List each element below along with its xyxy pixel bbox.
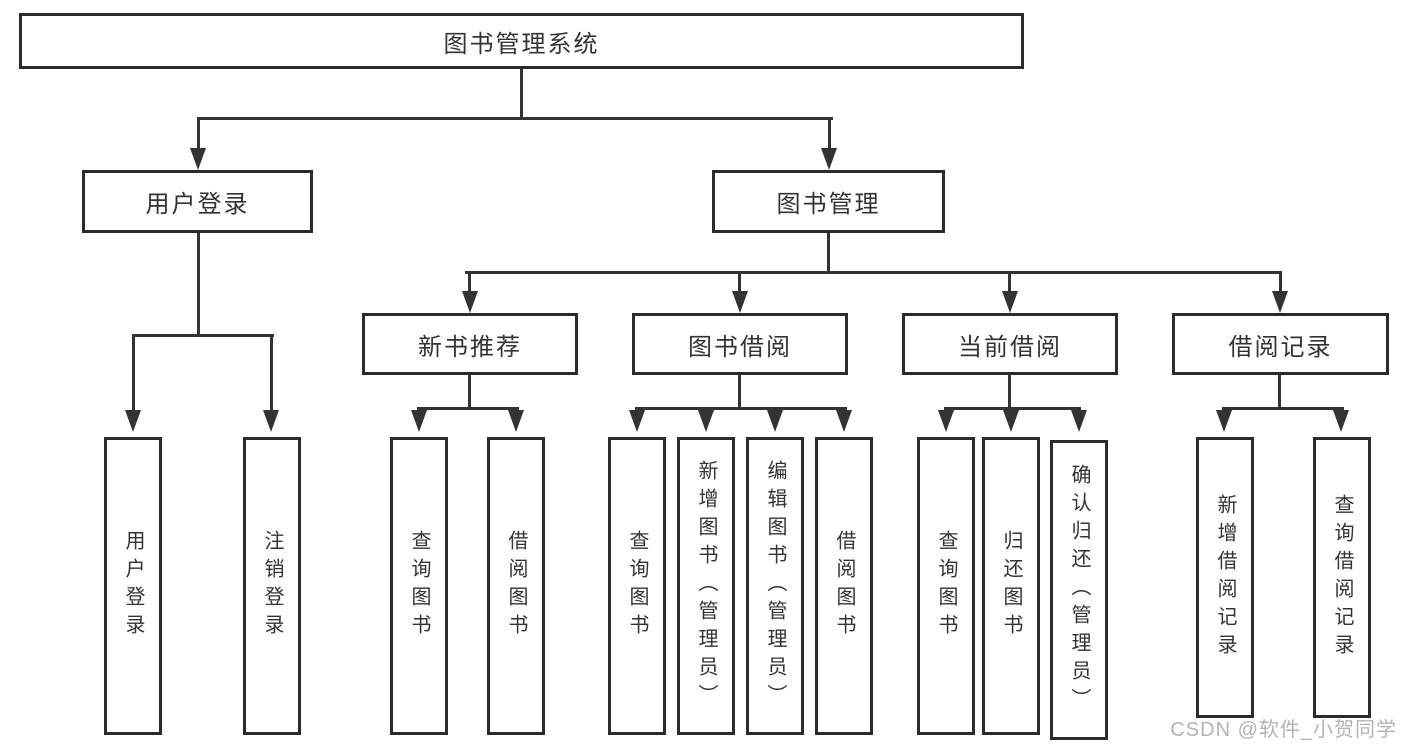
connector-book-borrow-trunk bbox=[738, 375, 741, 409]
leaf-bb-edit-books-admin: 编辑图书（管理员） bbox=[746, 437, 804, 735]
leaf-user-login: 用户登录 bbox=[104, 437, 162, 735]
arrowhead-down-icon bbox=[767, 410, 783, 432]
connector-level3-rail bbox=[465, 271, 1282, 274]
leaf-bb-borrow-books-label: 借阅图书 bbox=[833, 530, 855, 642]
leaf-bb-borrow-books: 借阅图书 bbox=[815, 437, 873, 735]
connector-current-borrow-rail bbox=[944, 407, 1081, 410]
node-current-borrow-label: 当前借阅 bbox=[958, 333, 1062, 361]
node-root-system: 图书管理系统 bbox=[19, 13, 1024, 69]
arrowhead-down-icon bbox=[411, 410, 427, 432]
node-user-login-label: 用户登录 bbox=[145, 191, 250, 218]
leaf-rec-borrow-books-label: 借阅图书 bbox=[505, 530, 527, 642]
leaf-cb-return-books-label: 归还图书 bbox=[1000, 530, 1022, 642]
leaf-br-query-record-label: 查询借阅记录 bbox=[1331, 493, 1353, 662]
arrowhead-down-icon bbox=[836, 410, 852, 432]
arrowhead-down-icon bbox=[508, 410, 524, 432]
leaf-bb-query-books-label: 查询图书 bbox=[626, 530, 648, 642]
arrowhead-down-icon bbox=[821, 148, 837, 170]
arrowhead-down-icon bbox=[125, 410, 141, 432]
connector-borrow-records-rail bbox=[1222, 407, 1344, 410]
node-current-borrow: 当前借阅 bbox=[902, 313, 1118, 375]
arrowhead-down-icon bbox=[1002, 291, 1018, 313]
connector-level1-rail bbox=[197, 117, 833, 120]
leaf-br-query-record: 查询借阅记录 bbox=[1313, 437, 1371, 718]
connector-drop-new-book-rec bbox=[468, 271, 471, 293]
leaf-bb-add-books-admin: 新增图书（管理员） bbox=[677, 437, 735, 735]
leaf-cb-query-books-label: 查询图书 bbox=[935, 530, 957, 642]
connector-drop-current-borrow bbox=[1008, 271, 1011, 293]
leaf-bb-add-books-admin-label: 新增图书（管理员） bbox=[695, 460, 717, 712]
arrowhead-down-icon bbox=[938, 410, 954, 432]
connector-current-borrow-trunk bbox=[1008, 375, 1011, 409]
node-book-mgmt: 图书管理 bbox=[712, 170, 945, 233]
leaf-rec-query-books-label: 查询图书 bbox=[408, 530, 430, 642]
arrowhead-down-icon bbox=[1216, 410, 1232, 432]
connector-book-borrow-rail bbox=[635, 407, 847, 410]
leaf-bb-edit-books-admin-label: 编辑图书（管理员） bbox=[764, 460, 786, 712]
arrowhead-down-icon bbox=[629, 410, 645, 432]
leaf-rec-borrow-books: 借阅图书 bbox=[487, 437, 545, 735]
node-user-login: 用户登录 bbox=[82, 170, 313, 233]
connector-drop-leaf-logout bbox=[270, 334, 273, 412]
node-borrow-records-label: 借阅记录 bbox=[1228, 333, 1333, 361]
connector-root-trunk bbox=[520, 69, 523, 120]
leaf-cb-query-books: 查询图书 bbox=[917, 437, 975, 735]
node-book-borrow: 图书借阅 bbox=[632, 313, 848, 375]
leaf-user-login-label: 用户登录 bbox=[122, 530, 144, 642]
arrowhead-down-icon bbox=[1071, 410, 1087, 432]
connector-new-book-rec-trunk bbox=[468, 375, 471, 409]
arrowhead-down-icon bbox=[698, 410, 714, 432]
node-new-book-rec: 新书推荐 bbox=[362, 313, 578, 375]
leaf-bb-query-books: 查询图书 bbox=[608, 437, 666, 735]
arrowhead-down-icon bbox=[1333, 410, 1349, 432]
connector-drop-borrow-records bbox=[1279, 271, 1282, 293]
leaf-logout-label: 注销登录 bbox=[261, 530, 283, 642]
node-new-book-rec-label: 新书推荐 bbox=[418, 333, 522, 361]
connector-new-book-rec-rail bbox=[417, 407, 519, 410]
leaf-cb-confirm-return-admin: 确认归还（管理员） bbox=[1050, 440, 1108, 740]
node-root-label: 图书管理系统 bbox=[443, 30, 600, 58]
connector-user-login-rail bbox=[132, 334, 274, 337]
leaf-br-add-record-label: 新增借阅记录 bbox=[1214, 493, 1236, 662]
node-book-borrow-label: 图书借阅 bbox=[688, 333, 792, 361]
leaf-logout: 注销登录 bbox=[243, 437, 301, 735]
arrowhead-down-icon bbox=[462, 291, 478, 313]
connector-drop-book-mgmt bbox=[828, 117, 831, 150]
watermark-text: CSDN @软件_小贺同学 bbox=[1170, 719, 1397, 741]
connector-user-login-trunk bbox=[197, 233, 200, 337]
leaf-cb-confirm-return-admin-label: 确认归还（管理员） bbox=[1068, 464, 1090, 716]
connector-drop-book-borrow bbox=[738, 271, 741, 293]
arrowhead-down-icon bbox=[1272, 291, 1288, 313]
leaf-br-add-record: 新增借阅记录 bbox=[1196, 437, 1254, 718]
connector-book-mgmt-trunk bbox=[827, 233, 830, 274]
connector-drop-leaf-login bbox=[132, 334, 135, 412]
connector-drop-user-login bbox=[197, 117, 200, 150]
arrowhead-down-icon bbox=[263, 410, 279, 432]
node-book-mgmt-label: 图书管理 bbox=[776, 191, 881, 218]
connector-borrow-records-trunk bbox=[1278, 375, 1281, 410]
arrowhead-down-icon bbox=[732, 291, 748, 313]
leaf-cb-return-books: 归还图书 bbox=[982, 437, 1040, 735]
node-borrow-records: 借阅记录 bbox=[1172, 313, 1389, 375]
leaf-rec-query-books: 查询图书 bbox=[390, 437, 448, 735]
arrowhead-down-icon bbox=[190, 148, 206, 170]
arrowhead-down-icon bbox=[1003, 410, 1019, 432]
